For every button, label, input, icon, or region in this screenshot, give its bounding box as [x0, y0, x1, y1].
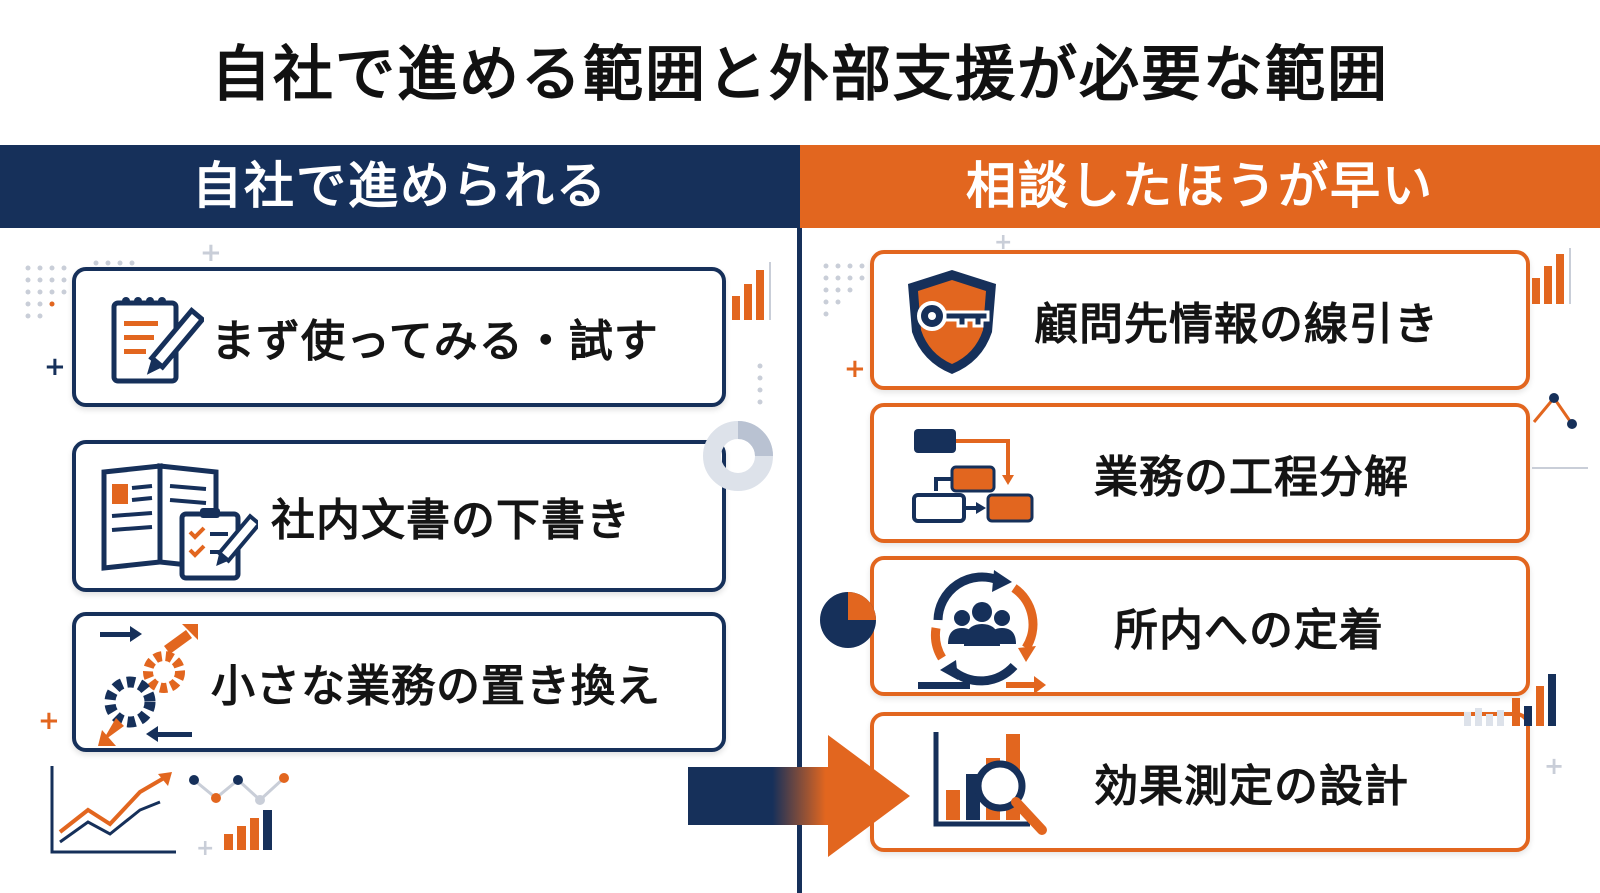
dot-grid-decoration	[24, 264, 68, 332]
right-card-process-breakdown: 業務の工程分解	[870, 403, 1530, 543]
right-card-measurement-design: 効果測定の設計	[870, 712, 1530, 852]
dot-grid-decoration	[822, 262, 866, 322]
bar-chart-decoration	[730, 262, 774, 326]
right-card-label: 所内への定着	[1114, 605, 1384, 656]
plus-decoration: +	[38, 706, 60, 736]
chart-magnifier-icon	[930, 730, 1050, 844]
right-card-label: 効果測定の設計	[1094, 761, 1409, 812]
plus-decoration: +	[1544, 752, 1565, 780]
right-card-label: 業務の工程分解	[1094, 452, 1409, 503]
right-card-label: 顧問先情報の線引き	[1034, 299, 1439, 350]
pie-chart-decoration	[818, 590, 878, 654]
plus-decoration: +	[196, 836, 215, 861]
right-card-client-info: 顧問先情報の線引き	[870, 250, 1530, 390]
left-card-label: 社内文書の下書き	[271, 495, 631, 546]
left-card-replace-tasks: 小さな業務の置き換え	[72, 612, 726, 752]
process-flow-icon	[912, 425, 1036, 533]
column-divider	[797, 228, 802, 893]
team-cycle-icon	[918, 566, 1050, 698]
left-card-draft-documents: 社内文書の下書き	[72, 440, 726, 592]
plus-decoration: +	[200, 238, 222, 268]
left-card-label: 小さな業務の置き換え	[211, 661, 661, 712]
plus-decoration: +	[994, 230, 1013, 255]
notepad-pencil-icon	[104, 289, 206, 393]
gears-arrows-icon	[94, 622, 206, 754]
bar-chart-decoration	[222, 808, 282, 856]
dot-row-decoration	[756, 362, 764, 410]
page-title: 自社で進める範囲と外部支援が必要な範囲	[211, 40, 1389, 110]
left-column-header: 自社で進められる	[0, 145, 800, 228]
line-chart-decoration	[48, 766, 178, 860]
right-card-office-adoption: 所内への定着	[870, 556, 1530, 696]
donut-chart-decoration	[700, 418, 776, 498]
shield-key-icon	[902, 266, 1002, 382]
plus-decoration: +	[844, 354, 866, 384]
document-checklist-icon	[98, 458, 263, 586]
dot-row-decoration	[92, 252, 136, 271]
left-card-try-it: まず使ってみる・試す	[72, 267, 726, 407]
right-column-header: 相談したほうが早い	[800, 145, 1600, 228]
flow-arrow-icon	[688, 735, 918, 861]
line-chart-decoration	[1530, 384, 1590, 478]
sparkline-decoration	[188, 770, 298, 814]
bar-chart-decoration	[1530, 248, 1574, 310]
left-card-label: まず使ってみる・試す	[211, 316, 659, 367]
plus-decoration: +	[44, 352, 66, 382]
bar-chart-decoration	[1462, 672, 1572, 732]
